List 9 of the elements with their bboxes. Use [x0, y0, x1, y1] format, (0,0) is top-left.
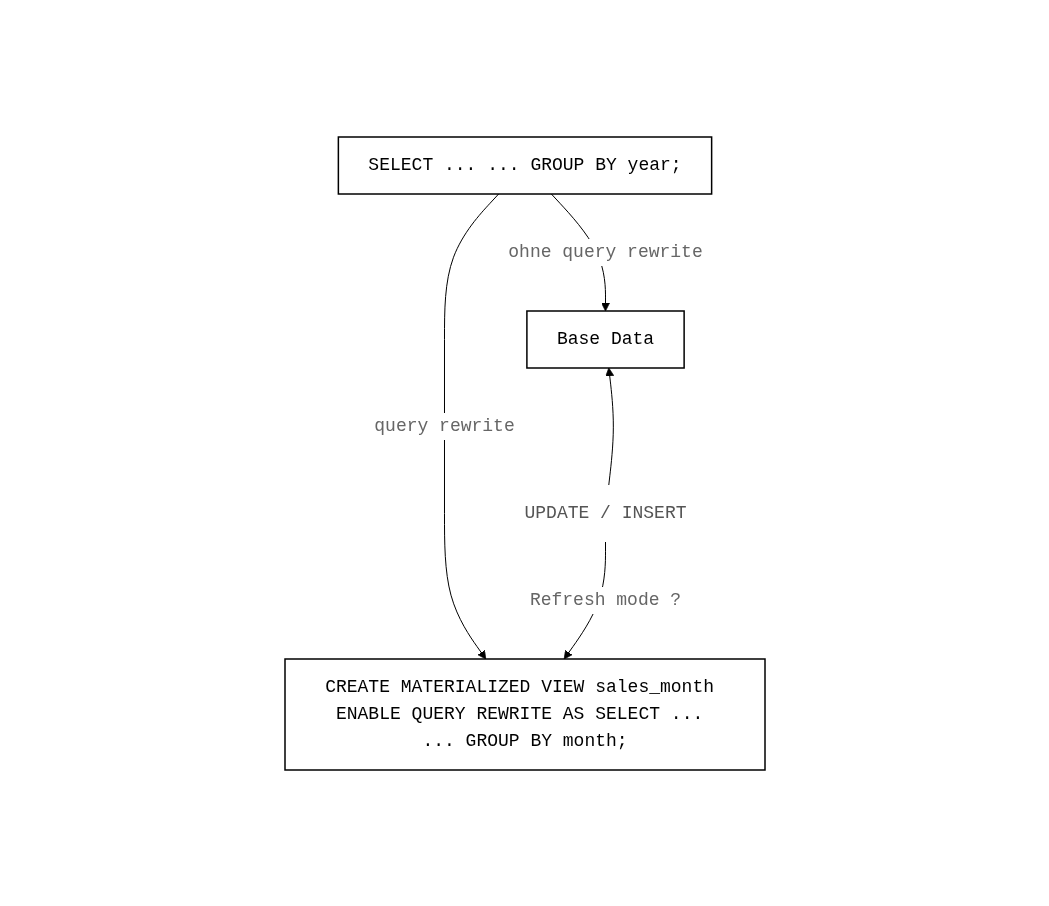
node-text: UPDATE / INSERT — [523, 502, 687, 523]
edge-label: query rewrite — [373, 415, 515, 436]
arrow — [443, 193, 499, 659]
node-box: Base Data — [525, 309, 685, 369]
edge-label: Refresh mode ? — [529, 589, 681, 610]
arrow — [604, 367, 614, 485]
node-box: SELECT ... ... GROUP BY year; — [337, 135, 712, 195]
node-box: CREATE MATERIALIZED VIEW sales_month ENABLE QUERY REWRITE AS SELECT ... ... GROUP BY month; — [283, 657, 766, 771]
edge-label: ohne query rewrite — [507, 241, 703, 262]
